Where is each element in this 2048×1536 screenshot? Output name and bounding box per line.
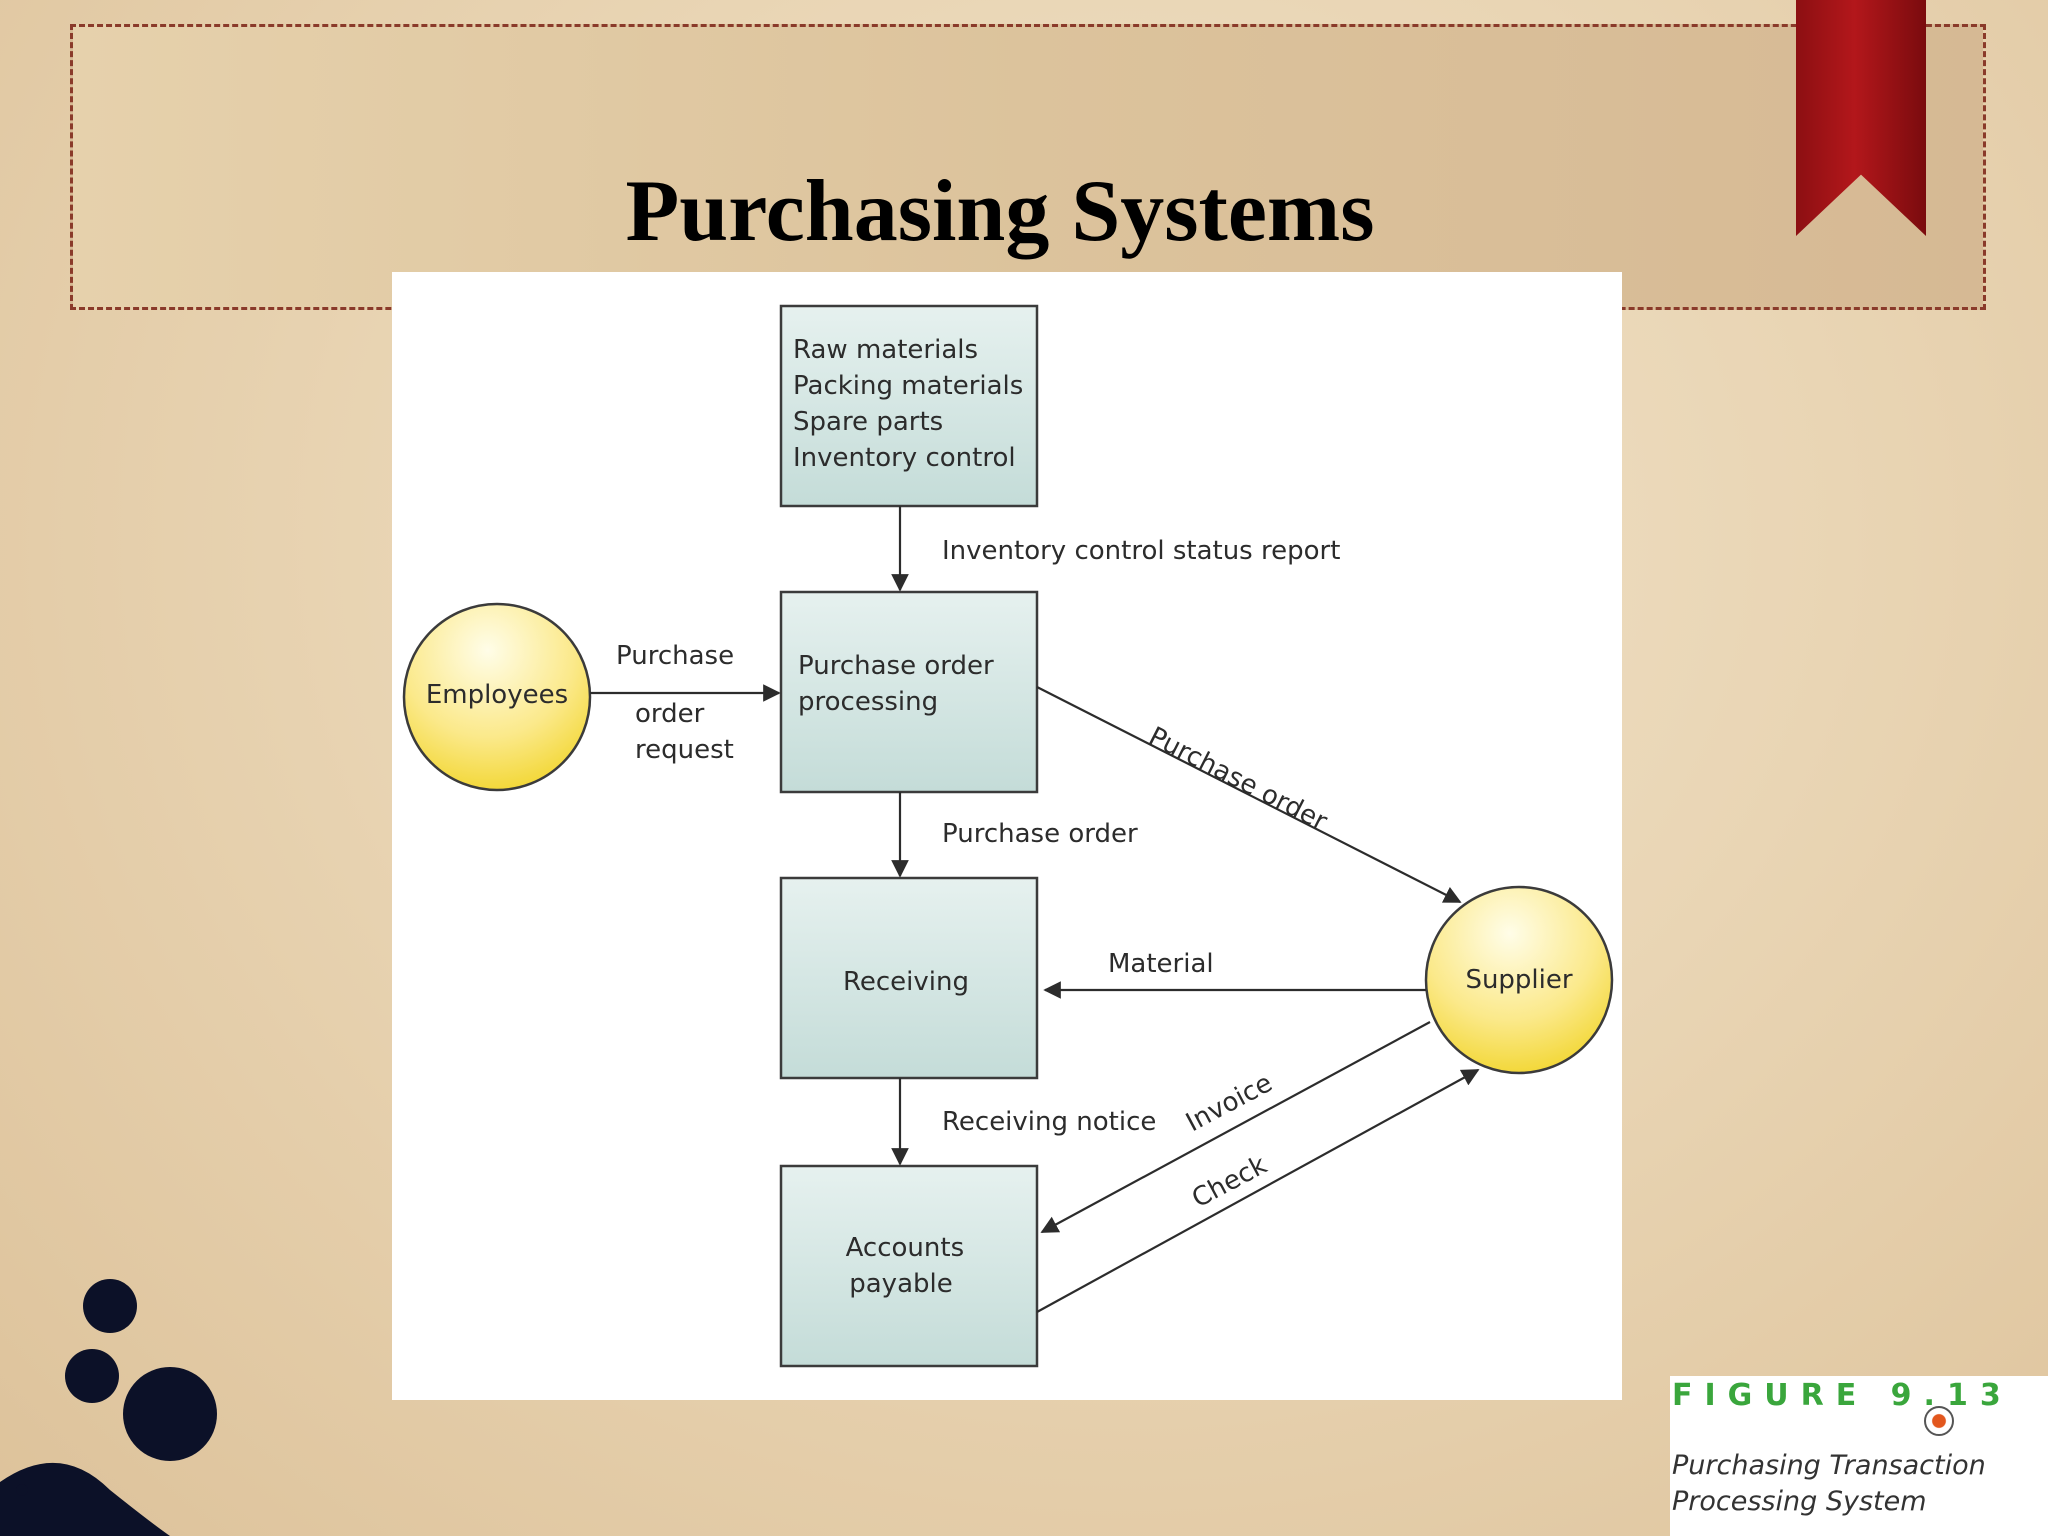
process-inventory: Raw materials Packing materials Spare pa… bbox=[779, 304, 1039, 508]
entity-supplier: Supplier bbox=[1424, 885, 1614, 1075]
process-purchase-order-processing: Purchase order processing bbox=[779, 590, 1039, 794]
title-frame bbox=[70, 24, 1986, 310]
data-flow-diagram: Raw materials Packing materials Spare pa… bbox=[402, 304, 1614, 1368]
flow-inventory-status: Inventory control status report bbox=[891, 506, 1340, 592]
figure-subtitle-line: Purchasing Transaction bbox=[1672, 1450, 1986, 1481]
flow-arrow bbox=[1040, 1021, 1431, 1233]
figure-dot-icon bbox=[1924, 1406, 1954, 1436]
flow-purchase-order-down: Purchase order bbox=[891, 792, 1138, 878]
flow-arrow bbox=[1036, 1069, 1480, 1313]
flow-purchase-order-supplier: Purchase order bbox=[1036, 686, 1462, 903]
entity-label: Supplier bbox=[1465, 965, 1572, 995]
flow-label: Purchase order bbox=[942, 819, 1138, 849]
figure-label: FIGURE 9.13 bbox=[1672, 1378, 2013, 1413]
entity-label: Employees bbox=[426, 680, 568, 710]
flow-po-request: Purchase order request bbox=[590, 641, 781, 765]
flow-material: Material bbox=[1043, 949, 1426, 999]
flow-label: Receiving notice bbox=[942, 1107, 1156, 1137]
process-label: Receiving bbox=[843, 967, 969, 997]
diagram-panel: Raw materials Packing materials Spare pa… bbox=[392, 272, 1622, 1400]
figure-subtitle: Purchasing Transaction Processing System bbox=[1672, 1448, 2042, 1520]
slide-title: Purchasing Systems bbox=[625, 163, 1375, 260]
process-label: Accounts payable bbox=[846, 1233, 973, 1299]
figure-caption: FIGURE 9.13 Purchasing Transaction Proce… bbox=[1670, 1376, 2048, 1536]
flow-label: Inventory control status report bbox=[942, 536, 1340, 566]
process-label: Purchase order processing bbox=[798, 651, 1002, 717]
figure-subtitle-line: Processing System bbox=[1672, 1486, 1927, 1517]
process-accounts-payable: Accounts payable bbox=[779, 1164, 1039, 1368]
flow-label: Purchase order bbox=[1144, 722, 1332, 838]
flow-label: Material bbox=[1108, 949, 1214, 979]
flow-arrow bbox=[1036, 686, 1462, 903]
process-label: Raw materials Packing materials Spare pa… bbox=[793, 335, 1032, 473]
flow-label: Invoice bbox=[1181, 1068, 1277, 1138]
entity-employees: Employees bbox=[402, 602, 592, 792]
flow-label: Purchase order request bbox=[616, 641, 742, 765]
flow-label: Check bbox=[1187, 1150, 1272, 1214]
flow-receiving-notice: Receiving notice bbox=[891, 1078, 1156, 1166]
process-receiving: Receiving bbox=[779, 876, 1039, 1080]
ink-blot-decoration bbox=[0, 1279, 217, 1536]
